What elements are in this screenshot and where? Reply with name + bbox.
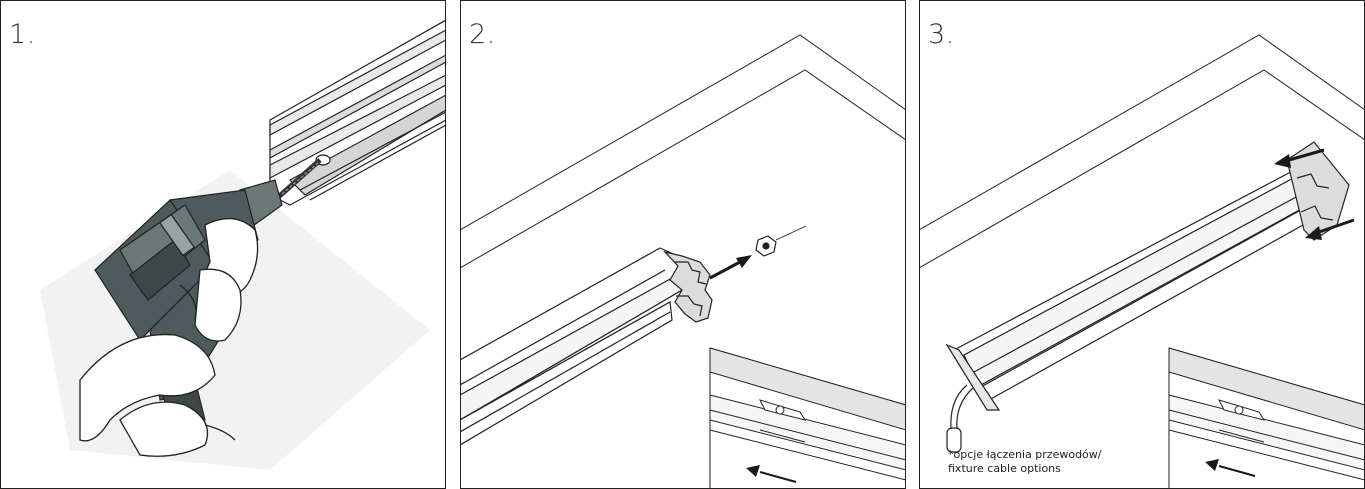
mounting-illustration [460,34,906,489]
led-profile [945,141,1350,411]
ceiling-outline [919,34,1365,269]
panel-step-3: 3. *opcje łączenia przewodów/ fixture ca… [919,0,1365,489]
hands [79,218,259,457]
ceiling-outline [460,34,906,269]
step-number: 1. [9,19,36,50]
step-number: 2. [469,19,496,50]
led-profile [460,247,713,446]
step-number: 3. [928,19,955,50]
installation-illustration [919,34,1365,489]
mounting-clip [755,235,777,257]
ceiling-profile [269,19,446,206]
panel-frame [460,0,906,489]
cable-options-note: *opcje łączenia przewodów/ fixture cable… [948,448,1102,475]
detail-inset [709,347,906,489]
insert-arrow [709,255,752,280]
panel-step-1: 1. [0,0,446,489]
drill-bit [273,158,322,202]
push-arrow-top [1274,148,1325,168]
drilling-illustration [40,19,446,470]
slide-arrow [1205,459,1256,477]
ceiling-line-segment [775,225,807,241]
push-arrow-bottom [1305,218,1355,240]
panel-frame [919,0,1365,489]
detail-inset [1168,347,1365,489]
panel-frame [0,0,446,489]
cable [946,384,974,453]
panel-step-2: 2. [460,0,906,489]
slide-arrow [746,465,797,483]
